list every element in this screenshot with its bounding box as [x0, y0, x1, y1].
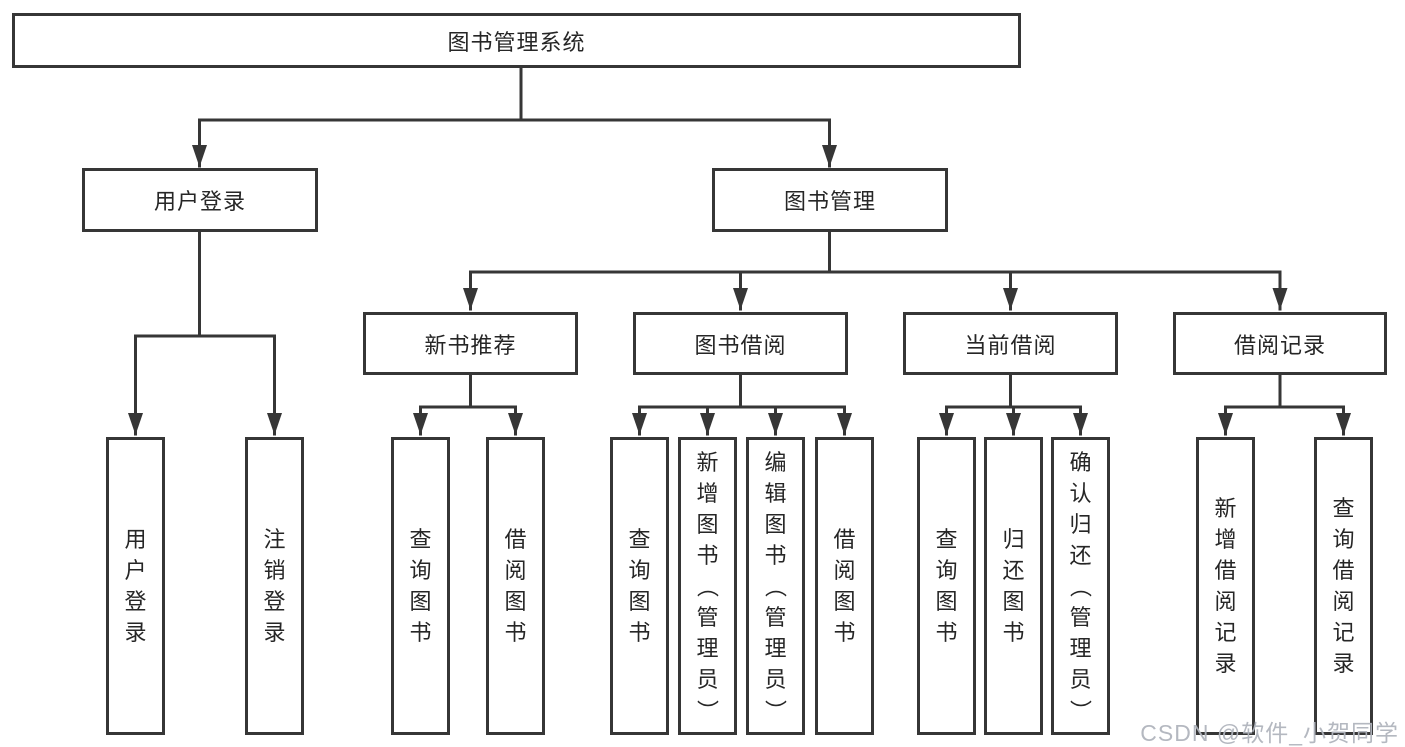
node-root-label: 图书管理系统 [447, 29, 586, 55]
leaf-query-borrow-record: 查询借阅记录 [1314, 437, 1373, 735]
connector-mgmt-to-level3 [463, 229, 1288, 311]
leaf-recommend-borrow-book: 借阅图书 [486, 437, 545, 735]
connector-recommend-group [413, 372, 523, 436]
leaf-user-login: 用户登录 [106, 437, 165, 735]
node-book-management: 图书管理 [712, 168, 948, 232]
node-book-borrow: 图书借阅 [633, 312, 848, 375]
leaf-add-book-admin-label: 新增图书（管理员） [694, 449, 720, 722]
leaf-logout: 注销登录 [245, 437, 304, 735]
leaf-confirm-return-admin: 确认归还（管理员） [1051, 437, 1110, 735]
node-user-login: 用户登录 [82, 168, 318, 232]
leaf-borrow-query-book: 查询图书 [610, 437, 669, 735]
node-borrow-record-label: 借阅记录 [1233, 332, 1326, 358]
leaf-borrow-query-book-label: 查询图书 [628, 527, 651, 645]
leaf-recommend-query-book: 查询图书 [391, 437, 450, 735]
leaf-recommend-query-book-label: 查询图书 [409, 527, 432, 645]
leaf-recommend-borrow-book-label: 借阅图书 [504, 527, 527, 645]
node-borrow-record: 借阅记录 [1173, 312, 1387, 375]
leaf-edit-book-admin: 编辑图书（管理员） [746, 437, 805, 735]
leaf-query-borrow-record-label: 查询借阅记录 [1332, 496, 1355, 676]
leaf-current-query-book-label: 查询图书 [935, 527, 958, 645]
leaf-borrow-book-label: 借阅图书 [833, 527, 856, 645]
watermark: CSDN @软件_小贺同学 [1140, 720, 1399, 746]
node-book-borrow-label: 图书借阅 [694, 332, 787, 358]
leaf-logout-label: 注销登录 [263, 527, 286, 645]
leaf-borrow-book: 借阅图书 [815, 437, 874, 735]
leaf-current-query-book: 查询图书 [917, 437, 976, 735]
node-current-borrow: 当前借阅 [903, 312, 1118, 375]
connector-root-to-level2 [192, 64, 837, 168]
leaf-edit-book-admin-label: 编辑图书（管理员） [762, 449, 788, 722]
connector-current-group [939, 372, 1088, 436]
connector-record-group [1218, 372, 1351, 436]
leaf-confirm-return-admin-label: 确认归还（管理员） [1067, 449, 1093, 722]
leaf-return-book: 归还图书 [984, 437, 1043, 735]
connector-borrow-group [632, 372, 852, 436]
leaf-add-borrow-record-label: 新增借阅记录 [1214, 496, 1237, 676]
node-root: 图书管理系统 [12, 13, 1021, 68]
node-new-book-recommend: 新书推荐 [363, 312, 578, 375]
node-new-book-recommend-label: 新书推荐 [424, 332, 517, 358]
leaf-return-book-label: 归还图书 [1002, 527, 1025, 645]
node-book-management-label: 图书管理 [783, 189, 876, 214]
node-current-borrow-label: 当前借阅 [964, 332, 1057, 358]
leaf-add-borrow-record: 新增借阅记录 [1196, 437, 1255, 735]
node-user-login-label: 用户登录 [153, 189, 246, 214]
connector-login-group [128, 229, 282, 436]
leaf-add-book-admin: 新增图书（管理员） [678, 437, 737, 735]
leaf-user-login-label: 用户登录 [124, 527, 147, 645]
